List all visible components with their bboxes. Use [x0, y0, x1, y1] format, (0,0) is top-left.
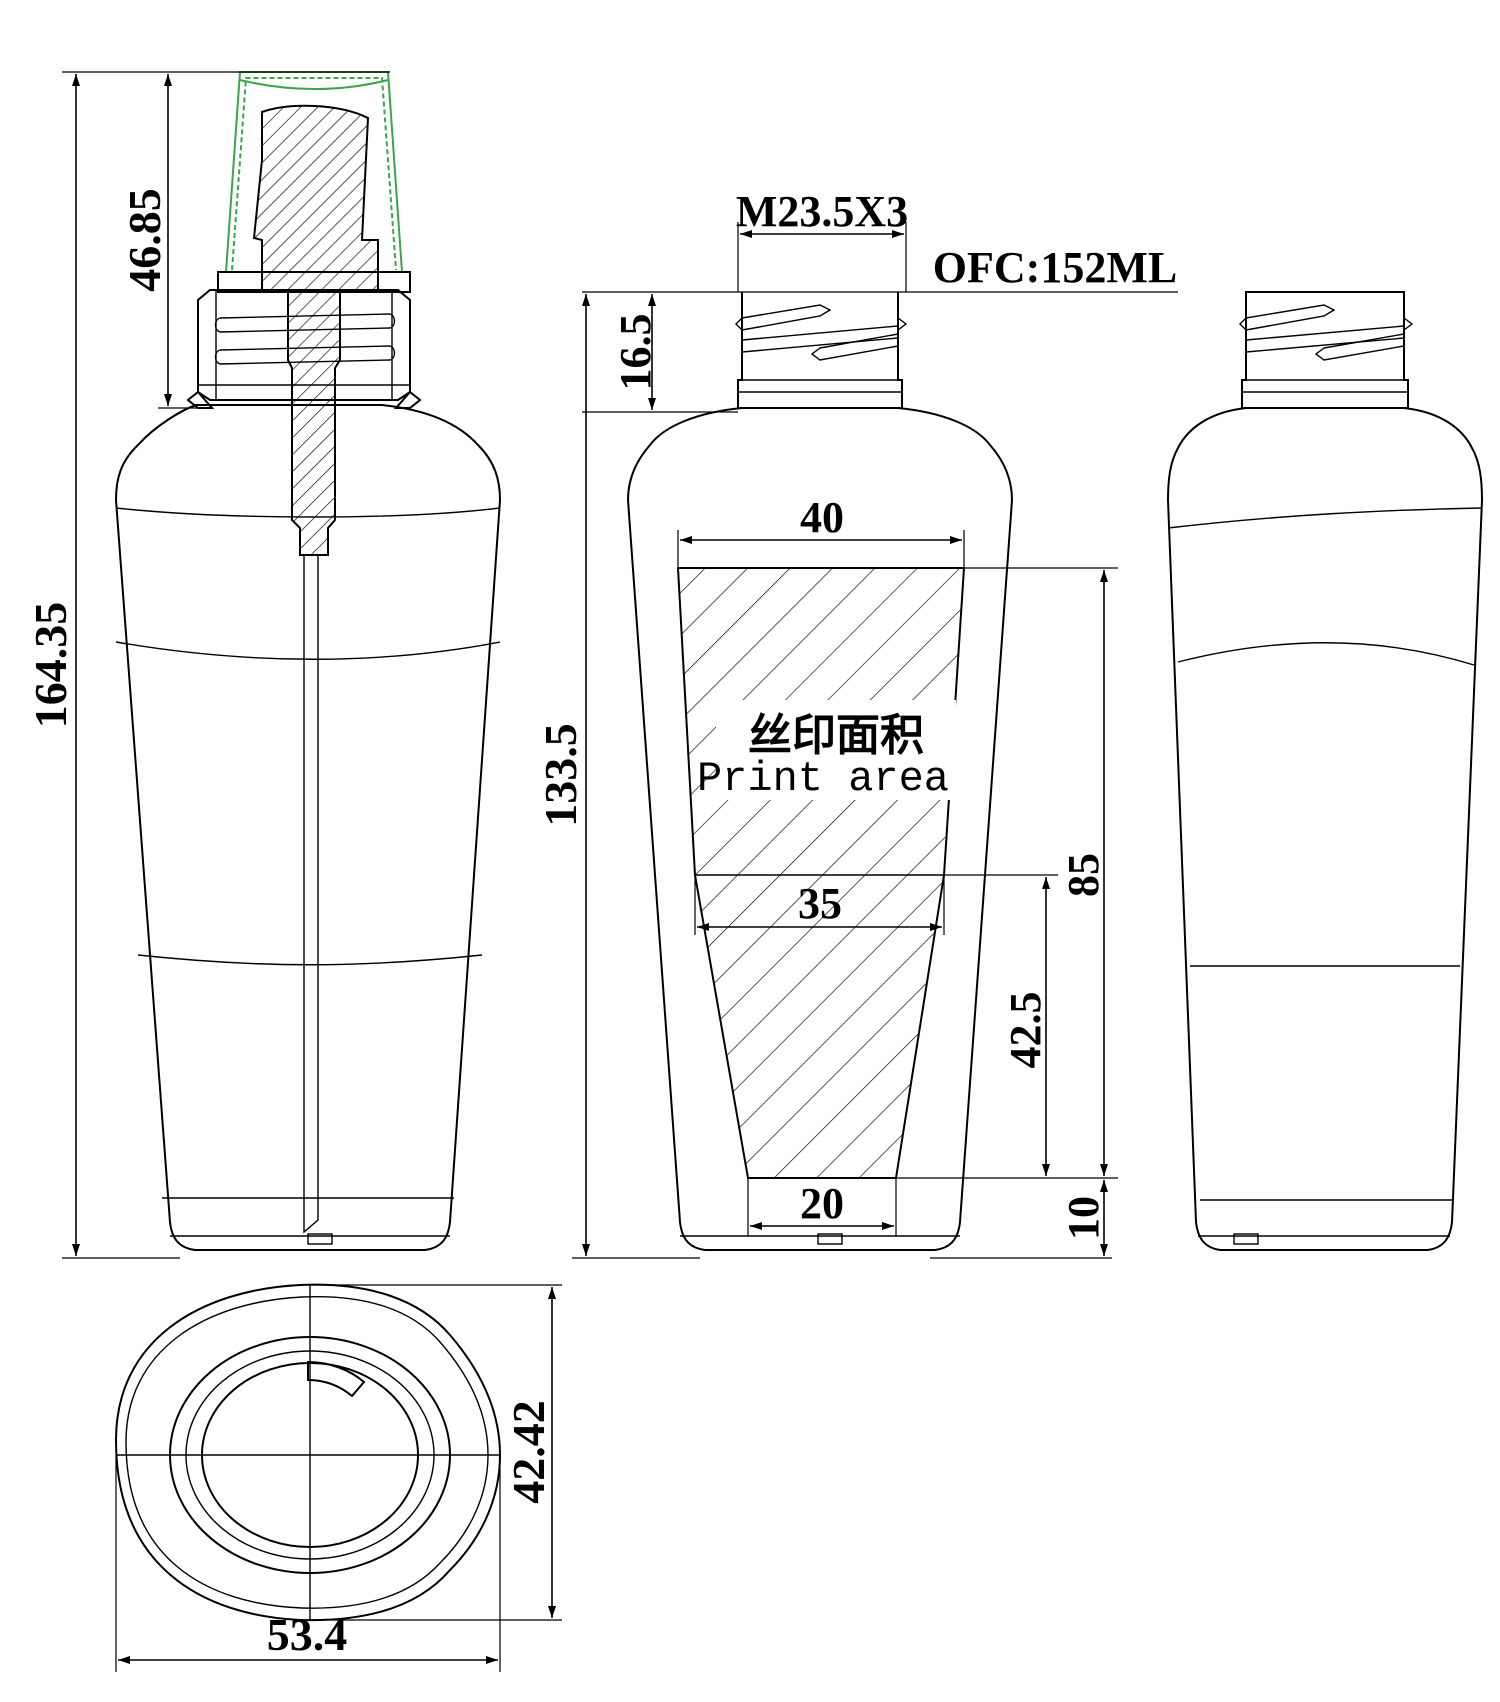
side-band-1 [1167, 507, 1483, 529]
print-area [676, 567, 966, 1179]
dim-base-offset: 10 [1059, 1196, 1108, 1240]
bottle-body-outline [1166, 407, 1484, 1251]
bottom-view [114, 1283, 502, 1622]
base-outer-outline [114, 1283, 502, 1622]
base-ring-outer [169, 1336, 451, 1574]
collar-lock-right [393, 390, 422, 409]
dip-tube [303, 555, 319, 1234]
bottle-body-outline [626, 407, 1014, 1251]
print-area-cn: 丝印面积 [748, 711, 924, 760]
neck-threads [1239, 304, 1414, 361]
dim-base-width: 53.4 [267, 1609, 348, 1660]
base-gate-mark [307, 1360, 366, 1398]
body-band-3 [137, 954, 483, 966]
side-view-bottle [1166, 291, 1484, 1251]
print-area-en: Print area [697, 755, 949, 803]
dim-bottle-height: 133.5 [535, 723, 586, 827]
dim-print-height: 85 [1059, 853, 1108, 897]
dim-print-width-top: 40 [800, 493, 844, 542]
pump-stem [287, 289, 341, 556]
bottom-dimensions: 53.4 42.42 [115, 1284, 562, 1672]
dim-pump-height: 46.85 [119, 188, 170, 292]
collar [197, 289, 411, 401]
left-dimensions: 164.35 46.85 [25, 71, 390, 1259]
base-gate [1233, 1233, 1259, 1245]
pump-overcap-inner [231, 77, 397, 271]
dim-print-width-bottom: 20 [800, 1179, 844, 1228]
dim-neck-height: 16.5 [611, 314, 660, 391]
dim-print-width-mid: 35 [798, 879, 842, 928]
pump-overcap-top-curve [239, 79, 389, 90]
dim-total-height: 164.35 [25, 602, 76, 729]
bottle-body-outline [114, 404, 502, 1251]
thread-spec: M23.5X3 [736, 187, 908, 236]
neck-threads [735, 304, 908, 361]
dim-print-lower-height: 42.5 [1001, 992, 1050, 1069]
base-ring-mid [185, 1350, 435, 1560]
print-label-bg [716, 700, 956, 800]
ofc-capacity: OFC:152ML [933, 243, 1177, 292]
middle-dimensions: M23.5X3 OFC:152ML 16.5 133.5 40 35 20 85 [535, 187, 1178, 1259]
base-gate [307, 1233, 333, 1245]
pump-actuator [252, 104, 379, 291]
body-band-2 [115, 641, 501, 660]
side-band-2 [1177, 642, 1475, 666]
base-gate [817, 1233, 843, 1245]
front-view-with-pump [114, 71, 502, 1251]
dim-base-depth: 42.42 [503, 1400, 554, 1504]
front-view-bottle: 丝印面积 Print area [626, 292, 1014, 1251]
